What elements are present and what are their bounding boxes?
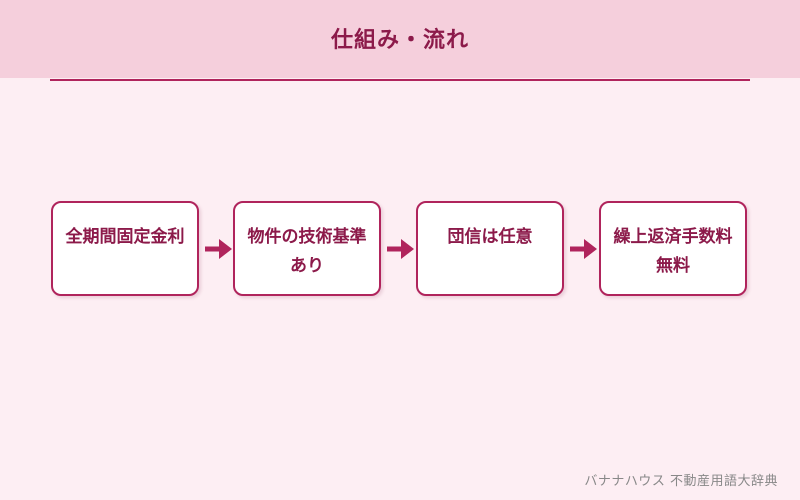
step-label-3: 団信は任意 [447,227,533,247]
step-label-1: 全期間固定金利 [65,227,185,247]
footer-credit: バナナハウス 不動産用語大辞典 [584,474,778,489]
step-box-3: 団信は任意 [416,201,564,296]
step-label-4: 繰上返済手数料無料 [613,227,733,276]
step-box-2: 物件の技術基準あり [233,201,381,296]
step-label-2: 物件の技術基準あり [247,227,367,276]
step-box-4: 繰上返済手数料無料 [599,201,747,296]
step-box-1: 全期間固定金利 [51,201,199,296]
arrow-right-icon [570,239,597,259]
header-band: 仕組み・流れ [0,0,800,78]
arrow-right-icon [387,239,414,259]
header-divider [50,79,750,81]
page-title: 仕組み・流れ [330,28,469,53]
arrow-right-icon [205,239,232,259]
